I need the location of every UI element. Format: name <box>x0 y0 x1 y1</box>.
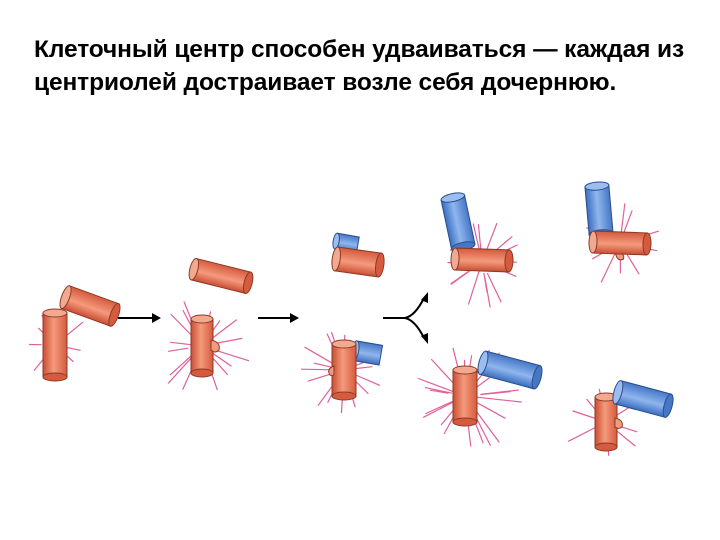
fiber <box>572 410 595 419</box>
centriole-daughter-blue <box>612 380 674 418</box>
fiber <box>468 270 480 305</box>
fiber <box>623 210 633 232</box>
centriole-mother <box>452 365 478 427</box>
fiber <box>352 373 381 386</box>
fiber <box>614 429 636 447</box>
centriole-partner <box>59 285 121 327</box>
centriole-mother <box>588 230 652 261</box>
fiber <box>304 346 335 365</box>
centriole-separated-bottom <box>190 314 220 378</box>
daughter-bud <box>210 339 220 353</box>
fiber <box>300 368 332 371</box>
fiber <box>65 321 84 337</box>
fiber <box>417 377 453 392</box>
fiber <box>476 396 522 403</box>
split-arrow <box>383 297 425 339</box>
fiber <box>477 224 482 251</box>
fiber <box>424 387 452 394</box>
fiber <box>423 401 455 418</box>
arrow-head-up <box>421 292 428 303</box>
fiber <box>450 268 472 285</box>
fiber <box>494 236 513 252</box>
fiber <box>483 272 488 293</box>
fiber <box>170 313 195 339</box>
centriole-daughter-blue <box>584 181 614 239</box>
centriole-mother <box>331 246 385 278</box>
fiber <box>472 223 480 251</box>
arrow-right <box>258 313 299 323</box>
fiber <box>480 391 511 396</box>
arrow-head-down <box>421 333 428 344</box>
centriole-mother <box>594 392 623 452</box>
fiber <box>353 379 369 395</box>
fiber <box>313 362 333 368</box>
stage-daughter-budding <box>328 232 385 401</box>
centriole-daughter-blue <box>477 350 543 390</box>
centriole-daughter-blue <box>440 192 476 252</box>
centriole-mother <box>328 339 357 401</box>
fiber <box>167 347 189 352</box>
fiber <box>626 254 640 275</box>
stage-pair-of-centrioles <box>42 285 121 382</box>
centriole-separated-top <box>188 257 254 295</box>
stage-final-pair-top <box>584 181 652 261</box>
fiber <box>425 400 456 415</box>
fiber <box>170 341 193 346</box>
fiber <box>567 427 595 442</box>
fiber <box>214 349 250 362</box>
fiber <box>620 203 626 236</box>
fiber <box>600 250 617 283</box>
fiber <box>486 272 502 303</box>
fiber <box>485 222 498 252</box>
centriole-mother <box>42 308 68 382</box>
arrow-right <box>118 313 161 323</box>
stage-separated-centrioles <box>188 257 254 378</box>
fiber <box>212 319 237 339</box>
fiber <box>474 400 506 419</box>
fiber <box>429 389 449 394</box>
stage-new-pair-top <box>440 192 514 273</box>
centriole-mother <box>450 247 514 273</box>
slide-title: Клеточный центр способен удваиваться — к… <box>34 36 685 96</box>
stage-final-pair-bottom <box>594 380 674 452</box>
stage-new-pair-bottom <box>452 350 543 427</box>
